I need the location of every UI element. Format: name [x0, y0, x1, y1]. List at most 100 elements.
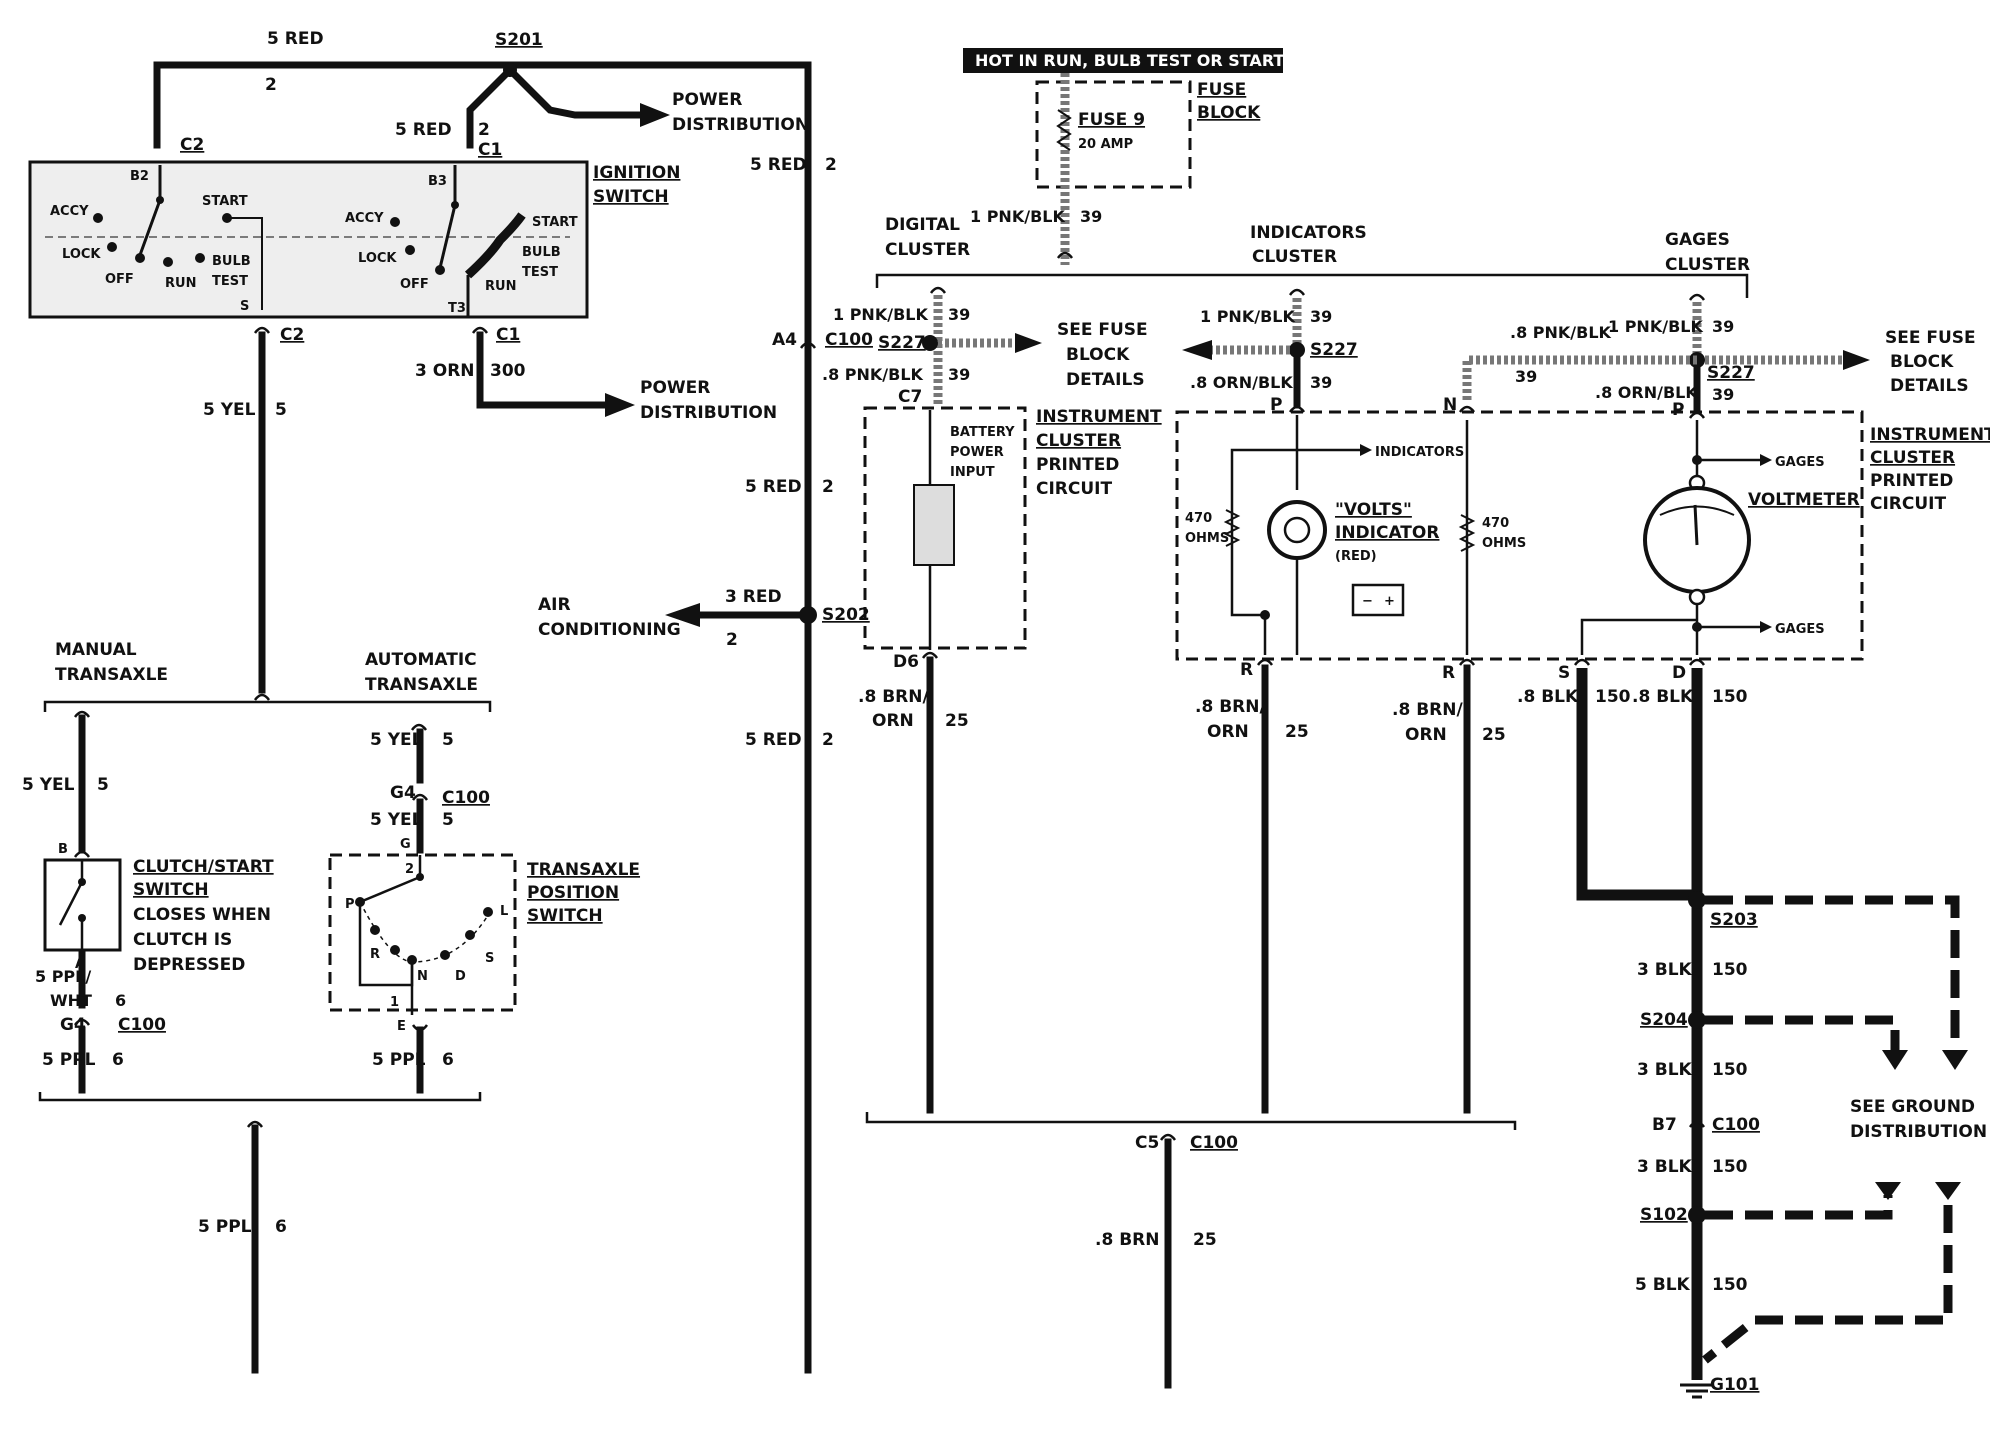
- wire-red5-main2-num: 2: [822, 477, 834, 497]
- run-start-contact-bar: [464, 212, 526, 279]
- auto-label-2: TRANSAXLE: [365, 675, 478, 695]
- ground-dist-a: SEE GROUND: [1850, 1097, 1975, 1117]
- tps-pos-r: R: [370, 947, 380, 962]
- wire-red5-main1: 5 RED: [750, 155, 807, 175]
- s102-ground-dash: [1705, 1195, 1893, 1220]
- conn-c100-c5: C100: [1190, 1133, 1238, 1153]
- fuse-details-arrow-1: [1015, 333, 1042, 353]
- clutch-label-2: SWITCH: [133, 880, 209, 900]
- right-pos-start: START: [532, 215, 578, 230]
- gag-to-s-wire: [1580, 618, 1697, 655]
- wire-yel5-c: 5 YEL: [370, 730, 423, 750]
- conn-b: B: [58, 842, 68, 857]
- fuse-details-1a: SEE FUSE: [1057, 320, 1148, 340]
- wire-5-red-s201-branch: [466, 65, 644, 149]
- splice-s202: S202: [822, 605, 870, 625]
- instrument-ipc-box: [1175, 410, 1864, 661]
- ground-arrow-1: [1942, 1050, 1968, 1070]
- wire-ornblk-ind: .8 ORN/BLK: [1190, 373, 1293, 392]
- wire-ppl5-c: 5 PPL: [198, 1217, 252, 1237]
- fuse-details-arrow-3: [1843, 350, 1870, 370]
- g4-man-connector-icon: [73, 1018, 91, 1026]
- hot-label-bar: [963, 48, 1283, 73]
- brown-bus-bracket: [865, 1112, 1517, 1130]
- wire-brnorn-r1-2: ORN: [1207, 722, 1249, 742]
- resistor-left-icon: [1223, 509, 1241, 547]
- fuse-details-2a: SEE FUSE: [1885, 328, 1976, 348]
- transaxle-section: MANUAL TRANSAXLE AUTOMATIC TRANSAXLE 5 Y…: [22, 640, 640, 1374]
- c1-connector-icon: [471, 326, 489, 334]
- wire-brnorn-r2-1: .8 BRN/: [1392, 700, 1463, 720]
- manual-label-1: MANUAL: [55, 640, 137, 660]
- conn-c1-top: C1: [478, 140, 502, 160]
- conn-a4: A4: [772, 330, 797, 350]
- s-connector-icon: [1573, 658, 1591, 666]
- conn-n1: N: [1443, 395, 1457, 415]
- d-connector-icon: [1688, 658, 1706, 666]
- pin-s: S: [240, 299, 249, 314]
- ipc-right-4: CIRCUIT: [1870, 494, 1946, 514]
- clutch-label-5: DEPRESSED: [133, 955, 245, 975]
- battery-icon-neg: −: [1362, 594, 1373, 609]
- clutch-label-4: CLUTCH IS: [133, 930, 232, 950]
- ipc-right-2: CLUSTER: [1870, 448, 1955, 468]
- right-pos-off: OFF: [400, 277, 429, 292]
- wire-blk8-s-label: .8 BLK: [1517, 687, 1579, 707]
- left-pos-off: OFF: [105, 272, 134, 287]
- wire-red5-main3: 5 RED: [745, 730, 802, 750]
- wire-ornblk-ind-num: 39: [1310, 373, 1332, 392]
- instrument-cluster-section: INDICATORS CLUSTER GAGES CLUSTER S227 1 …: [865, 223, 1990, 1389]
- gag-tap-bottom-arrow: [1760, 621, 1772, 633]
- purple-bus-break-icon: [246, 1120, 264, 1128]
- g101-ground-dash: [1702, 1205, 1953, 1364]
- ground-dist-b: DISTRIBUTION: [1850, 1122, 1987, 1142]
- left-pos-start: START: [202, 194, 248, 209]
- digital-cluster-2: CLUSTER: [885, 240, 970, 260]
- wire-blk3-c-num: 150: [1712, 1157, 1748, 1177]
- power-dist-2b: DISTRIBUTION: [640, 403, 777, 423]
- ground-arrow-4: [1935, 1182, 1961, 1200]
- fuse-box: [1035, 80, 1192, 189]
- fuse-details-arrow-2: [1182, 340, 1212, 360]
- transaxle-bus-break-icon: [253, 693, 271, 701]
- auto-label-1: AUTOMATIC: [365, 650, 477, 670]
- conn-r1: R: [1240, 660, 1253, 680]
- wire-ornblk-gag-num: 39: [1712, 385, 1734, 404]
- gages-tap-2: GAGES: [1775, 622, 1825, 637]
- wire-red3-ac: 3 RED: [725, 587, 782, 607]
- conn-b7: B7: [1652, 1115, 1677, 1135]
- tps-pos-l: L: [500, 904, 508, 919]
- battery-icon: [1351, 583, 1405, 617]
- clutch-label-1: CLUTCH/START: [133, 857, 274, 877]
- conn-c7: C7: [898, 387, 922, 407]
- digital-ipc-box: [863, 406, 1027, 650]
- ground-arrow-3: [1875, 1182, 1901, 1200]
- ac-label-b: CONDITIONING: [538, 620, 681, 640]
- c2-connector-icon: [253, 326, 271, 334]
- conn-c100-b7: C100: [1712, 1115, 1760, 1135]
- tps-s-dot: [465, 930, 475, 940]
- wire-5-red-main: [153, 61, 812, 1374]
- cluster-bus-bracket: [875, 273, 1749, 298]
- battery-label-2: POWER: [950, 445, 1004, 460]
- left-off-dot: [135, 253, 145, 263]
- wire-brn8-label: .8 BRN: [1095, 1230, 1159, 1250]
- fuse-block-label-2: BLOCK: [1197, 103, 1261, 123]
- ohms-l-1: 470: [1185, 511, 1212, 526]
- ohms-r-2: OHMS: [1482, 536, 1526, 551]
- splice-s203: S203: [1710, 910, 1758, 930]
- tps-r-dot: [370, 925, 380, 935]
- wire-red5-s201-num: 2: [478, 120, 490, 140]
- ignition-label-1: IGNITION: [593, 163, 680, 183]
- gag-bus-break-icon: [1688, 293, 1706, 301]
- volts-label-3: (RED): [1335, 549, 1377, 564]
- voltmeter-scale-icon: [1659, 505, 1735, 516]
- d6-connector-icon: [921, 651, 939, 659]
- wire-ppl5-c-num: 6: [275, 1217, 287, 1237]
- wire-pnkblk-ind: 1 PNK/BLK: [1200, 307, 1295, 326]
- right-pos-run: RUN: [485, 279, 516, 294]
- wire-pnkblk-dig-num: 39: [948, 305, 970, 324]
- wire-pnkblk-gag-num: 39: [1712, 317, 1734, 336]
- conn-c1-bot: C1: [496, 325, 520, 345]
- power-dist-arrow-1: [640, 103, 670, 127]
